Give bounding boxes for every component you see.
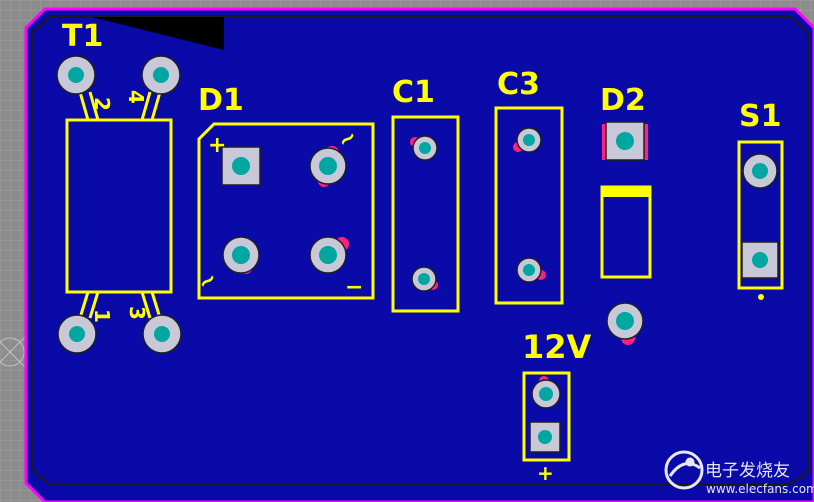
t1-pin-label-1: 1 <box>90 309 114 323</box>
keepout-line <box>31 16 809 485</box>
d1-pad-square[interactable] <box>221 146 261 186</box>
designator-t1: T1 <box>62 19 103 54</box>
d2-pad-square[interactable] <box>602 121 648 161</box>
t1-body-outline <box>65 118 173 294</box>
d1-minus-mark: − <box>345 275 363 300</box>
t1-pad[interactable] <box>141 55 181 95</box>
d1-pad[interactable] <box>309 146 347 187</box>
12v-plus-mark: + <box>537 461 554 485</box>
t1-pin-label-2: 2 <box>90 97 114 111</box>
d1-body-outline <box>197 122 375 300</box>
component-s1[interactable]: S1 <box>737 99 784 300</box>
s1-pin1-dot <box>758 294 764 300</box>
designator-12v: 12V <box>522 328 592 366</box>
watermark-url: www.elecfans.com <box>706 482 814 496</box>
designator-s1: S1 <box>739 99 781 134</box>
designator-c1: C1 <box>392 75 435 110</box>
c1-pad[interactable] <box>410 135 438 161</box>
12v-pad-square[interactable] <box>529 421 561 453</box>
component-12v[interactable]: 12V + <box>522 328 592 485</box>
watermark-brand: 电子发烧友 <box>705 461 790 481</box>
elecfans-logo-icon <box>664 450 704 490</box>
c3-pad[interactable] <box>516 257 546 283</box>
designator-d1: D1 <box>198 83 244 118</box>
d1-pad[interactable] <box>222 236 260 274</box>
designator-c3: C3 <box>497 67 540 102</box>
board-outline[interactable] <box>24 7 814 502</box>
component-d2[interactable]: D2 <box>600 83 652 345</box>
s1-body-outline <box>737 140 784 290</box>
t1-pin-label-3: 3 <box>125 306 149 320</box>
designator-d2: D2 <box>600 83 646 118</box>
component-c3[interactable]: C3 <box>494 67 564 305</box>
origin-crosshair <box>0 335 27 369</box>
c3-pad[interactable] <box>513 127 542 153</box>
t1-pad[interactable] <box>142 314 182 354</box>
t1-pad[interactable] <box>57 314 97 354</box>
component-t1[interactable]: T1 2 4 1 3 <box>56 19 182 354</box>
12v-body-outline <box>522 371 571 462</box>
t1-pad[interactable] <box>56 55 96 95</box>
c3-body-outline <box>494 106 564 305</box>
t1-leads <box>78 91 162 319</box>
d2-pad[interactable] <box>606 302 644 345</box>
component-c1[interactable]: C1 <box>391 75 460 313</box>
c1-body-outline <box>391 115 460 313</box>
t1-pin-label-4: 4 <box>124 90 148 104</box>
c1-pad[interactable] <box>411 266 438 292</box>
watermark: 电子发烧友 www.elecfans.com <box>664 450 814 496</box>
12v-pad[interactable] <box>531 376 561 409</box>
s1-pad[interactable] <box>742 153 778 189</box>
d2-cathode-band <box>602 186 650 197</box>
d1-pad[interactable] <box>309 236 349 274</box>
s1-pad-square[interactable] <box>741 241 779 279</box>
copper-void <box>92 17 224 50</box>
